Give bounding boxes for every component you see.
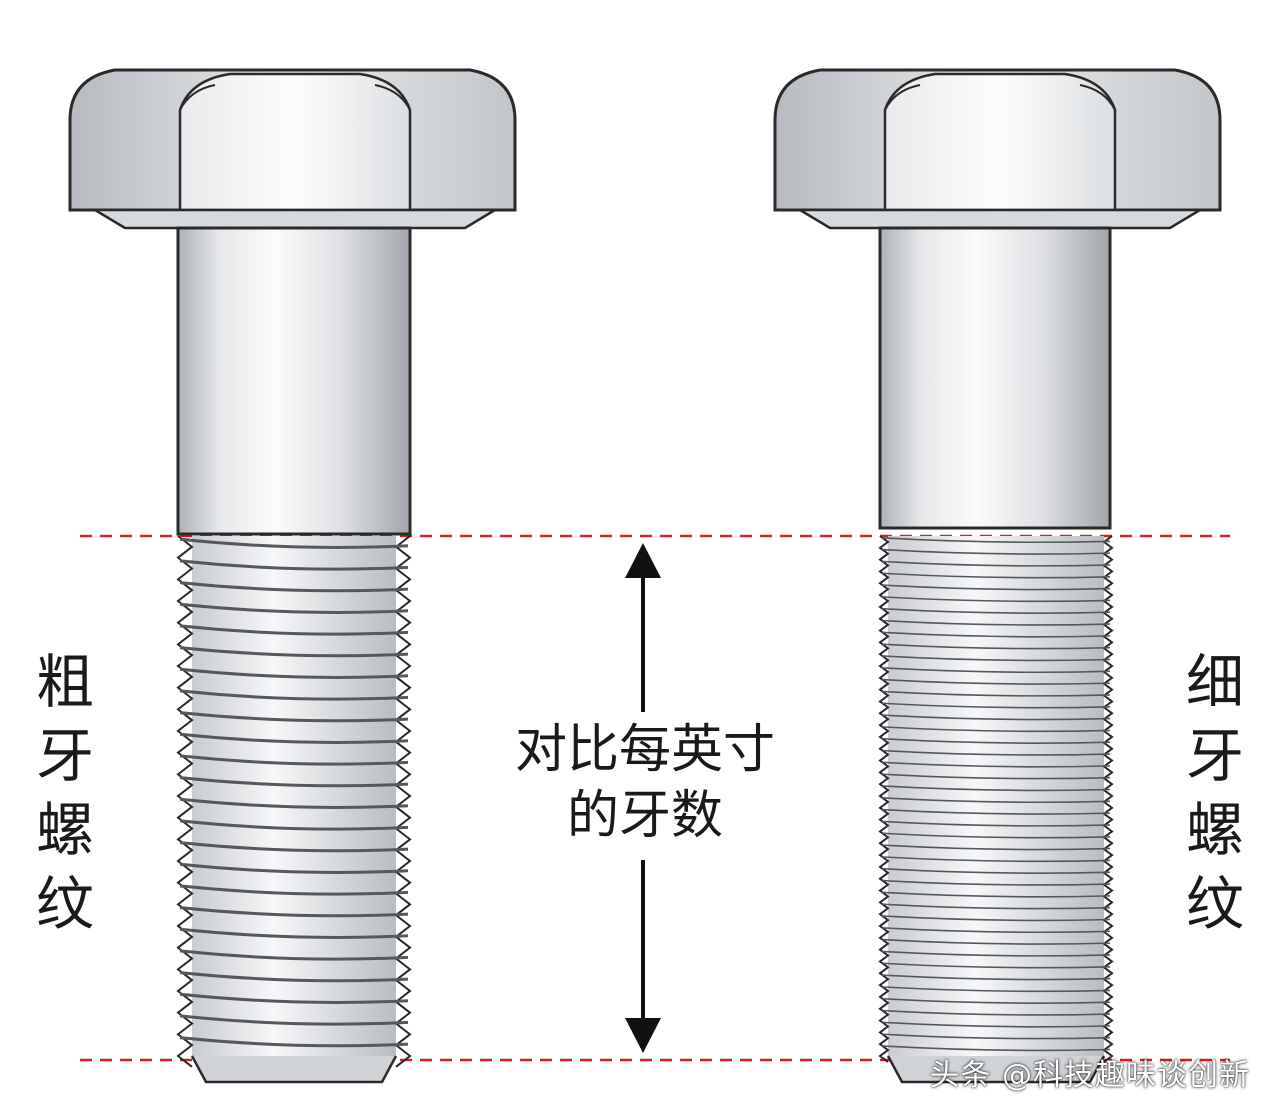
fine-thread-edge-right [1102,535,1114,1063]
coarse-thread-crest [179,927,409,939]
fine-thread-crest [881,737,1111,744]
coarse-thread-crest [179,949,409,961]
coarse-bolt [68,68,517,1084]
fine-thread-crest [881,938,1111,945]
coarse-bolt-tip [190,1055,398,1084]
fine-thread-crest [881,678,1111,685]
fine-thread-crest [881,820,1111,827]
coarse-thread-crest [179,841,409,853]
arrow-head-up [625,543,661,578]
fine-thread-crest [881,655,1111,662]
fine-thread-crest [881,950,1111,957]
coarse-thread-crest [179,992,409,1004]
fine-thread-crest [881,596,1111,603]
fine-thread-crest [881,1021,1111,1028]
arrow-head-down [625,1018,661,1053]
fine-thread-crest [881,560,1111,567]
coarse-thread-crest [179,732,409,744]
coarse-thread-crest [179,537,409,549]
coarse-thread-edge-right [394,535,412,1068]
coarse-thread-crest [179,754,409,766]
fine-thread-crest [881,702,1111,709]
coarse-thread-label: 粗牙螺纹 [35,648,94,938]
fine-thread-crest [881,997,1111,1004]
fine-thread-crest [881,915,1111,922]
fine-bolt-shank [878,226,1112,530]
fine-thread-crest [881,856,1111,863]
fine-thread-core [888,536,1104,1056]
fine-bolt-tip [886,1055,1106,1084]
coarse-thread-crest [179,624,409,636]
fine-thread-crest [881,796,1111,804]
coarse-thread-crest [179,797,409,809]
coarse-thread-crest [179,819,409,831]
fine-thread-crest [881,666,1111,674]
fine-thread-crest [881,631,1111,638]
fine-thread-edge-left [878,535,890,1063]
coarse-thread-crest [179,689,409,701]
coarse-thread-crest [179,602,409,614]
fine-bolt-head [773,68,1222,230]
fine-thread-crest [881,986,1111,993]
fine-thread-crest [881,832,1111,839]
coarse-thread-crest [179,862,409,874]
fine-thread-crest [881,714,1111,721]
fine-thread-crest [881,962,1111,969]
fine-thread-crest [881,867,1111,874]
fine-thread-crest [881,726,1111,733]
coarse-thread-crest [179,711,409,723]
coarse-bolt-head [68,68,517,230]
fine-thread-crest [881,974,1111,981]
coarse-thread-crest [179,667,409,679]
fine-bolt [773,68,1222,1084]
fine-thread-crest [881,808,1111,815]
fine-thread-crest [881,584,1111,591]
fine-thread-crest [881,619,1111,626]
fine-thread-crest [881,749,1111,756]
coarse-bolt-threads [176,535,412,1084]
coarse-thread-crest [179,906,409,918]
fine-thread-crest [881,643,1111,650]
coarse-thread-crest [179,1036,409,1048]
watermark: 头条 @科技趣味谈创新 [929,1058,1250,1093]
fine-thread-crest [881,1033,1111,1040]
fine-thread-crest [881,548,1111,555]
coarse-thread-crest [179,1014,409,1026]
fine-thread-crest [881,926,1111,934]
coarse-thread-crest [179,884,409,896]
fine-thread-crest [881,1045,1111,1052]
fine-thread-crest [881,844,1111,851]
fine-thread-crest [881,773,1111,780]
fine-bolt-threads [878,535,1114,1084]
fine-thread-crest [881,536,1111,544]
coarse-bolt-shank [176,226,412,536]
fine-thread-crest [881,572,1111,579]
fine-thread-label: 细牙螺纹 [1185,648,1244,938]
comparison-label-line1: 对比每英寸 [470,718,820,782]
coarse-thread-crest [179,776,409,788]
coarse-thread-crest [179,971,409,983]
fine-thread-crest [881,785,1111,792]
coarse-thread-core [192,536,396,1056]
coarse-thread-crest [179,646,409,658]
fine-thread-crest [881,879,1111,886]
fine-thread-crest [881,761,1111,768]
fine-thread-crest [881,607,1111,614]
fine-thread-crest [881,903,1111,910]
coarse-thread-crest [179,559,409,571]
fine-thread-crest [881,1009,1111,1016]
fine-thread-crest [881,891,1111,898]
comparison-label-line2: 的牙数 [470,784,820,848]
coarse-thread-crest [179,581,409,593]
fine-thread-crest [881,690,1111,697]
measurement-arrow [625,543,661,1053]
